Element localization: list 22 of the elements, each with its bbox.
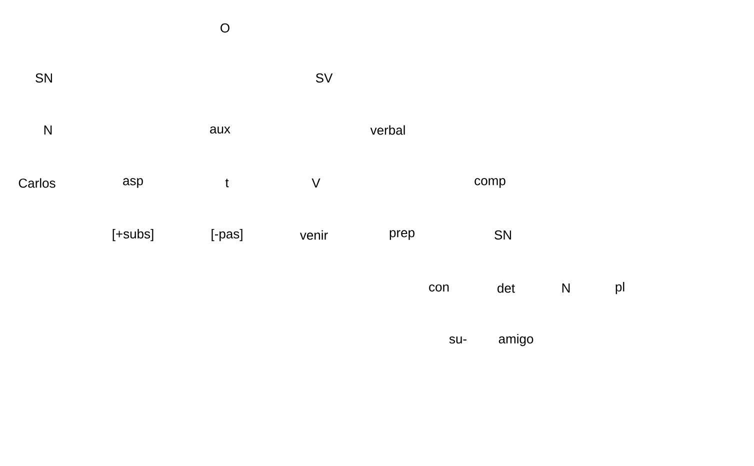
tree-label: venir (300, 230, 328, 240)
tree-label: Carlos (18, 178, 56, 188)
tree-label: SV (316, 73, 333, 83)
tree-label: [+subs] (112, 228, 154, 242)
tree-label: verbal (370, 125, 405, 135)
tree-label: comp (474, 178, 506, 188)
tree-label: aux (210, 126, 230, 134)
tree-label: t (225, 178, 229, 188)
tree-label: con (429, 284, 449, 292)
tree-label: prep (390, 230, 414, 240)
tree-label: pl (616, 282, 624, 294)
tree-label: asp (123, 178, 143, 188)
tree-label: [-pas] (212, 228, 242, 242)
tree-label: det (498, 283, 515, 293)
tree-label: N (562, 284, 570, 292)
tree-label: SN (36, 73, 52, 83)
tree-label: V (312, 178, 320, 188)
tree-label: su- (449, 336, 466, 344)
tree-label: amigo (498, 334, 534, 346)
tree-label: SN (494, 230, 511, 240)
tree-label: N (44, 126, 52, 134)
tree-label: O (220, 23, 230, 33)
